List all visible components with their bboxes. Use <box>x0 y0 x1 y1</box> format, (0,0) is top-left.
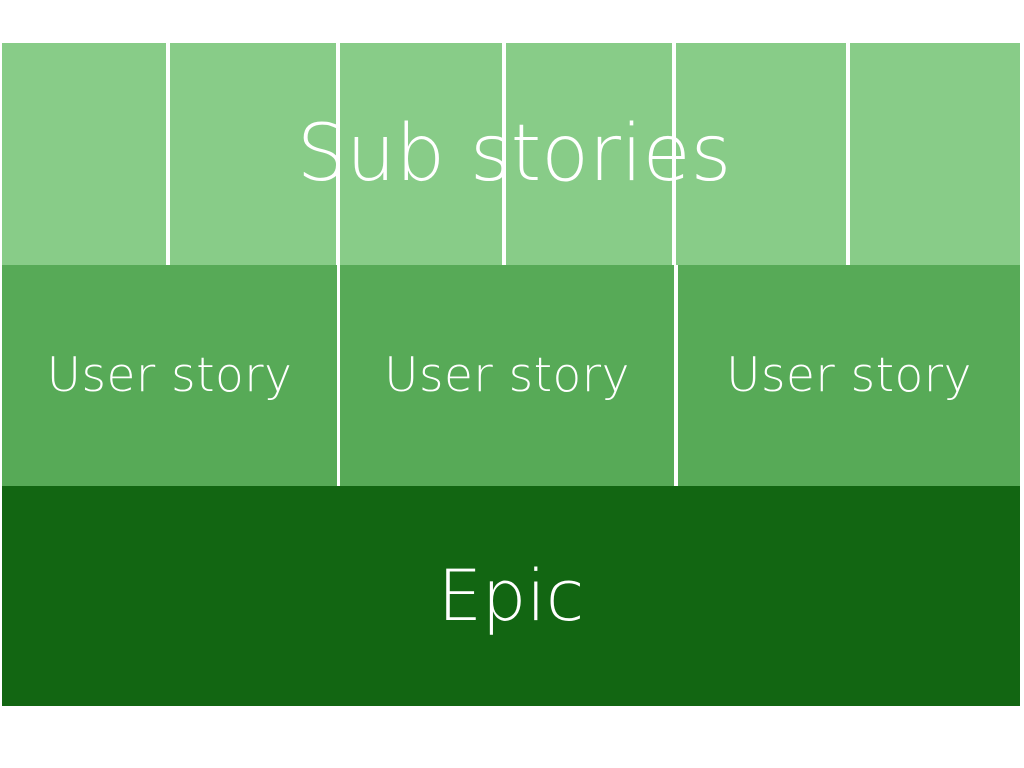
epic-block: Epic <box>2 486 1020 706</box>
user-story-label: User story <box>384 348 630 403</box>
sub-story-cell <box>506 43 672 265</box>
user-story-label: User story <box>46 348 293 403</box>
sub-story-cell <box>2 43 166 265</box>
user-story-cell: User story <box>340 265 674 486</box>
sub-story-cell <box>170 43 336 265</box>
epic-label: Epic <box>437 555 585 637</box>
sub-story-cell <box>340 43 502 265</box>
user-story-cell: User story <box>678 265 1020 486</box>
user-story-cell: User story <box>2 265 337 486</box>
sub-story-cell <box>850 43 1020 265</box>
user-story-label: User story <box>726 348 972 403</box>
sub-story-cell <box>676 43 846 265</box>
